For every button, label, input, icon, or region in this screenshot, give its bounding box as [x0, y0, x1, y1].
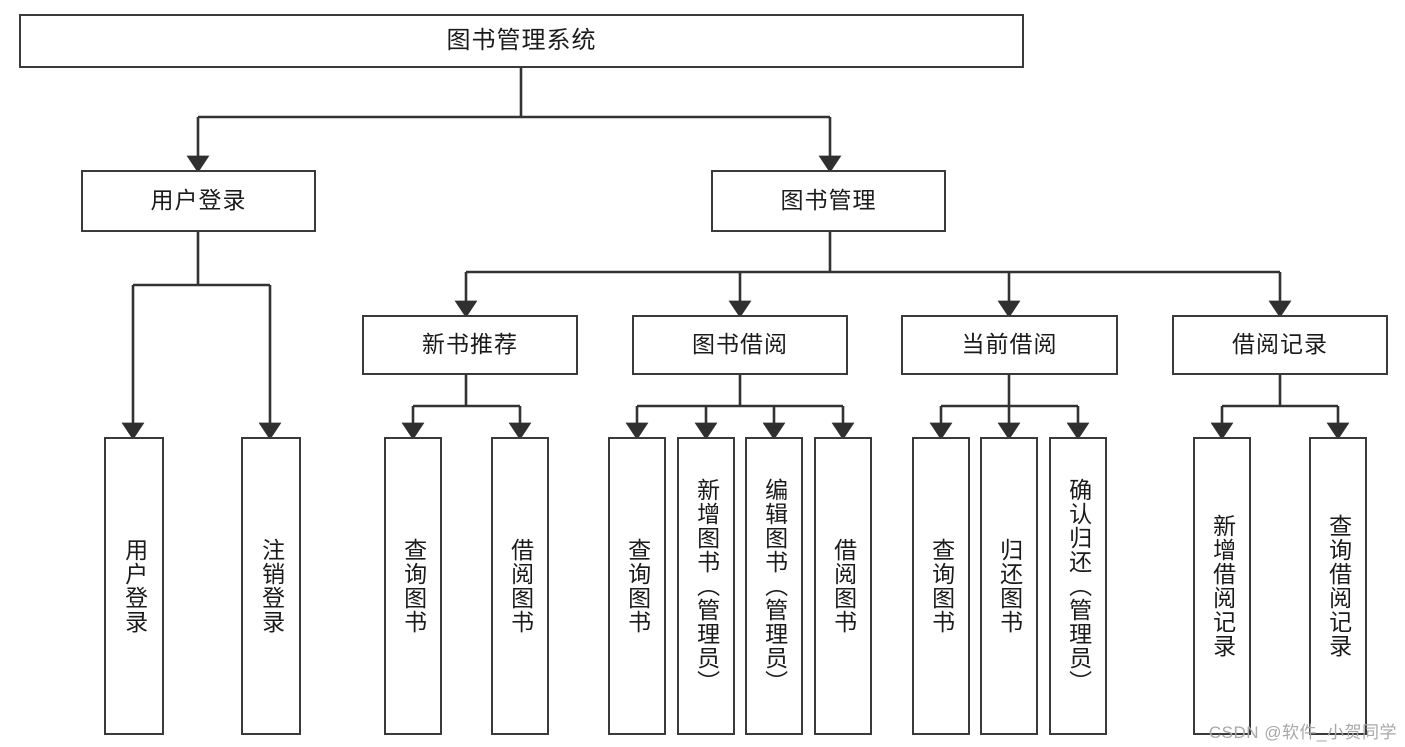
leaf-book-borrow-borrow[interactable]: 借阅图书	[814, 437, 872, 735]
leaf-user-login-login[interactable]: 用户登录	[104, 437, 164, 735]
node-user-login[interactable]: 用户登录	[81, 170, 316, 232]
node-borrow-records[interactable]: 借阅记录	[1172, 315, 1388, 375]
node-new-book-recommend[interactable]: 新书推荐	[362, 315, 578, 375]
node-label: 借阅图书	[830, 538, 857, 634]
node-label: 借阅记录	[1232, 331, 1328, 358]
node-label: 注销登录	[258, 538, 285, 634]
leaf-borrow-records-add[interactable]: 新增借阅记录	[1193, 437, 1251, 735]
node-label: 当前借阅	[961, 331, 1058, 358]
watermark: CSDN @软件_小贺同学	[1208, 723, 1397, 742]
leaf-current-borrow-return[interactable]: 归还图书	[980, 437, 1038, 735]
leaf-book-borrow-add[interactable]: 新增图书（管理员）	[677, 437, 735, 735]
leaf-current-borrow-query[interactable]: 查询图书	[912, 437, 970, 735]
node-label: 确认归还（管理员）	[1065, 478, 1092, 694]
node-root-book-management-system[interactable]: 图书管理系统	[19, 14, 1024, 68]
node-label: 新增借阅记录	[1209, 514, 1236, 658]
leaf-book-borrow-edit[interactable]: 编辑图书（管理员）	[745, 437, 803, 735]
node-current-borrow[interactable]: 当前借阅	[901, 315, 1118, 375]
node-label: 归还图书	[996, 538, 1023, 634]
node-label: 用户登录	[121, 538, 148, 634]
node-book-borrow[interactable]: 图书借阅	[632, 315, 848, 375]
node-label: 查询借阅记录	[1325, 514, 1352, 658]
node-label: 图书管理系统	[446, 26, 597, 54]
node-label: 查询图书	[624, 538, 651, 634]
node-label: 新增图书（管理员）	[693, 478, 720, 694]
node-label: 图书管理	[780, 187, 877, 214]
node-label: 图书借阅	[692, 331, 788, 358]
leaf-user-login-logout[interactable]: 注销登录	[241, 437, 301, 735]
leaf-book-borrow-query[interactable]: 查询图书	[608, 437, 666, 735]
node-label: 用户登录	[150, 187, 247, 214]
node-book-management[interactable]: 图书管理	[711, 170, 946, 232]
node-label: 查询图书	[928, 538, 955, 634]
leaf-borrow-records-query[interactable]: 查询借阅记录	[1309, 437, 1367, 735]
leaf-new-book-borrow[interactable]: 借阅图书	[491, 437, 549, 735]
node-label: 查询图书	[400, 538, 427, 634]
node-label: 新书推荐	[422, 331, 518, 358]
leaf-current-borrow-confirm-return[interactable]: 确认归还（管理员）	[1049, 437, 1107, 735]
node-label: 借阅图书	[507, 538, 534, 634]
node-label: 编辑图书（管理员）	[761, 478, 788, 694]
leaf-new-book-query[interactable]: 查询图书	[384, 437, 442, 735]
